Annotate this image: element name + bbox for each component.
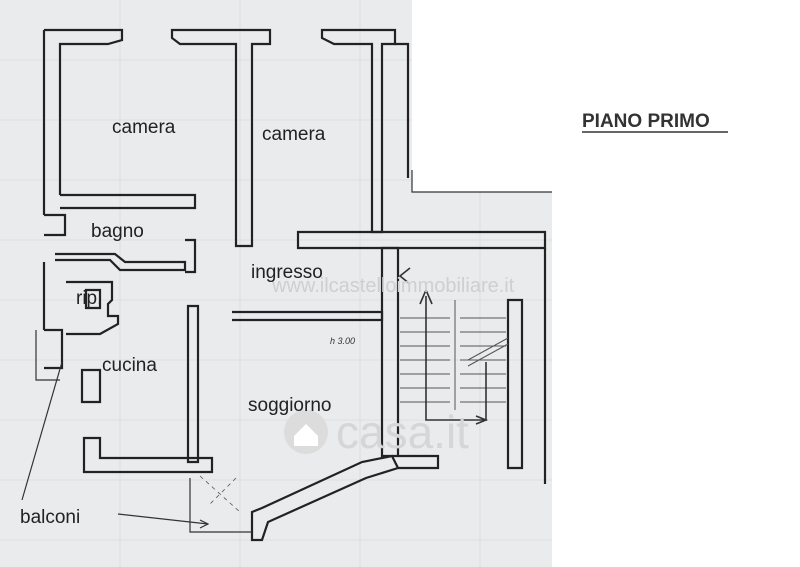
- thin-lines: [35, 170, 552, 533]
- staircase: [400, 300, 509, 410]
- casa-logo: casa.it: [284, 406, 469, 458]
- room-label-bagno: bagno: [91, 221, 144, 242]
- paper-background: [0, 0, 552, 567]
- stair-arrows: [398, 267, 489, 425]
- balconi-label: balconi: [20, 507, 80, 528]
- room-label-cucina: cucina: [102, 355, 157, 376]
- page-title: PIANO PRIMO: [582, 111, 710, 132]
- balconi-leaders: [21, 361, 210, 529]
- room-label-camera-right: camera: [262, 124, 326, 145]
- height-note: h 3.00: [330, 336, 355, 346]
- room-label-ripostiglio: rip.: [76, 288, 102, 309]
- room-label-ingresso: ingresso: [251, 262, 323, 283]
- room-label-camera-left: camera: [112, 117, 176, 138]
- watermark-logo: casa.it: [336, 406, 469, 458]
- walls: [42, 28, 547, 542]
- watermark-url: www.ilcastelloimmobiliare.it: [271, 275, 515, 297]
- room-label-soggiorno: soggiorno: [248, 395, 331, 416]
